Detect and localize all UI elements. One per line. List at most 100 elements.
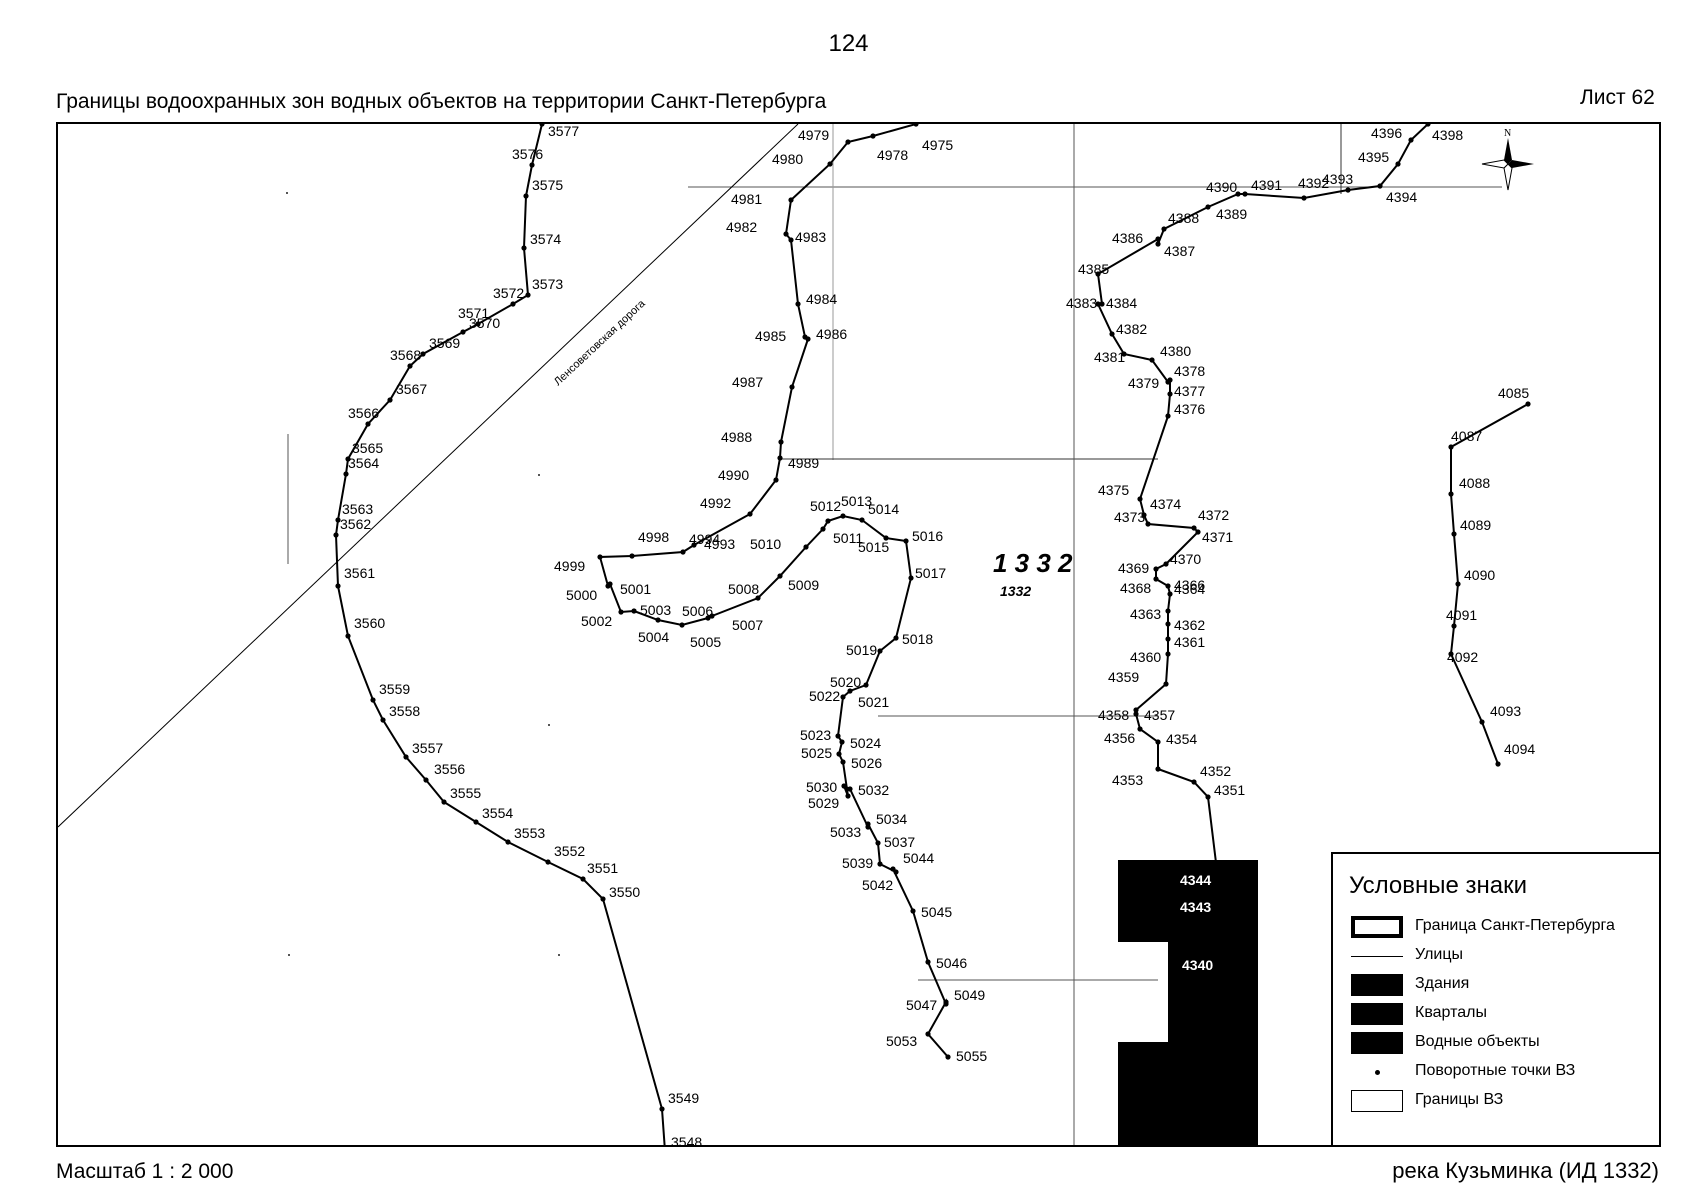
legend-item-wpz-borders: Границы ВЗ — [1351, 1088, 1651, 1114]
point-label-4344: 4344 — [1180, 872, 1211, 888]
turning-point — [877, 861, 883, 867]
turning-point — [1479, 719, 1485, 725]
turning-point — [1163, 681, 1169, 687]
point-label-5055: 5055 — [956, 1048, 987, 1064]
turning-point — [618, 609, 624, 615]
turning-point — [600, 896, 606, 902]
point-label-4088: 4088 — [1459, 475, 1490, 491]
point-label-4394: 4394 — [1386, 189, 1417, 205]
turning-point — [655, 617, 661, 623]
turning-point — [1448, 651, 1454, 657]
point-label-5009: 5009 — [788, 577, 819, 593]
turning-point — [343, 471, 349, 477]
point-label-4085: 4085 — [1498, 385, 1529, 401]
turning-point — [475, 321, 481, 327]
turning-point — [1165, 608, 1171, 614]
north-arrow-icon: N — [1481, 128, 1534, 191]
point-label-4981: 4981 — [731, 191, 762, 207]
point-label-3569: 3569 — [429, 335, 460, 351]
water-objects-layer — [1118, 860, 1258, 1145]
point-label-4985: 4985 — [755, 328, 786, 344]
turning-point — [845, 793, 851, 799]
point-label-4384: 4384 — [1106, 295, 1137, 311]
point-label-4368: 4368 — [1120, 580, 1151, 596]
turning-point — [1215, 961, 1221, 967]
turning-point — [420, 351, 426, 357]
turning-point — [943, 999, 949, 1005]
turning-point — [505, 839, 511, 845]
point-label-4386: 4386 — [1112, 230, 1143, 246]
point-label-4356: 4356 — [1104, 730, 1135, 746]
turning-point — [1153, 566, 1159, 572]
legend-item-spb-border: Граница Санкт-Петербурга — [1351, 914, 1651, 940]
turning-point — [1109, 331, 1115, 337]
point-label-5049: 5049 — [954, 987, 985, 1003]
turning-point — [773, 477, 779, 483]
point-label-4989: 4989 — [788, 455, 819, 471]
point-label-4089: 4089 — [1460, 517, 1491, 533]
turning-point — [1137, 726, 1143, 732]
point-label-4090: 4090 — [1464, 567, 1495, 583]
turning-point — [1137, 496, 1143, 502]
point-label-4361: 4361 — [1174, 634, 1205, 650]
turning-point — [370, 697, 376, 703]
turning-point — [913, 124, 919, 127]
turning-point — [403, 754, 409, 760]
turning-point — [755, 595, 761, 601]
point-label-4370: 4370 — [1170, 551, 1201, 567]
turning-point — [847, 786, 853, 792]
point-label-5015: 5015 — [858, 539, 889, 555]
grid-tick — [286, 192, 288, 194]
point-label-4340: 4340 — [1182, 957, 1213, 973]
turning-point — [1165, 621, 1171, 627]
point-label-3551: 3551 — [587, 860, 618, 876]
turning-point — [1448, 444, 1454, 450]
point-label-5017: 5017 — [915, 565, 946, 581]
turning-point — [460, 329, 466, 335]
point-label-4993: 4993 — [704, 536, 735, 552]
map-canvas[interactable]: 3548354935503551355235533554355535563557… — [58, 124, 1661, 1147]
turning-point — [747, 511, 753, 517]
point-label-4092: 4092 — [1447, 649, 1478, 665]
turning-point — [1195, 529, 1201, 535]
point-label-3572: 3572 — [493, 285, 524, 301]
point-label-3574: 3574 — [530, 231, 561, 247]
point-label-3561: 3561 — [344, 565, 375, 581]
streets-symbol — [1351, 956, 1403, 957]
legend-title: Условные знаки — [1349, 872, 1528, 899]
point-label-5010: 5010 — [750, 536, 781, 552]
point-label-4391: 4391 — [1251, 177, 1282, 193]
point-label-3556: 3556 — [434, 761, 465, 777]
turning-point — [875, 840, 881, 846]
turning-point — [1099, 301, 1105, 307]
zone-label-small: 1332 — [1000, 583, 1031, 599]
turning-point — [778, 439, 784, 445]
turning-point — [1191, 525, 1197, 531]
turning-point — [839, 739, 845, 745]
turning-point — [870, 133, 876, 139]
point-label-4992: 4992 — [700, 495, 731, 511]
legend-panel: Условные знаки Граница Санкт-Петербурга … — [1331, 852, 1661, 1147]
turning-point — [836, 751, 842, 757]
point-label-4357: 4357 — [1144, 707, 1175, 723]
point-label-3567: 3567 — [396, 381, 427, 397]
turning-point — [597, 554, 603, 560]
point-label-4382: 4382 — [1116, 321, 1147, 337]
point-label-4360: 4360 — [1130, 649, 1161, 665]
water-object — [1118, 860, 1258, 1145]
turning-point — [1165, 413, 1171, 419]
legend-item-label: Водные объекты — [1415, 1033, 1540, 1050]
turning-point — [1095, 271, 1101, 277]
turning-point — [1133, 711, 1139, 717]
point-label-4373: 4373 — [1114, 509, 1145, 525]
point-label-4975: 4975 — [922, 137, 953, 153]
point-label-5030: 5030 — [806, 779, 837, 795]
point-label-3559: 3559 — [379, 681, 410, 697]
point-label-4343: 4343 — [1180, 899, 1211, 915]
turning-point — [680, 549, 686, 555]
turning-point — [659, 1106, 665, 1112]
turning-point — [1301, 195, 1307, 201]
legend-item-label: Улицы — [1415, 946, 1464, 963]
point-label-5011: 5011 — [833, 530, 863, 546]
